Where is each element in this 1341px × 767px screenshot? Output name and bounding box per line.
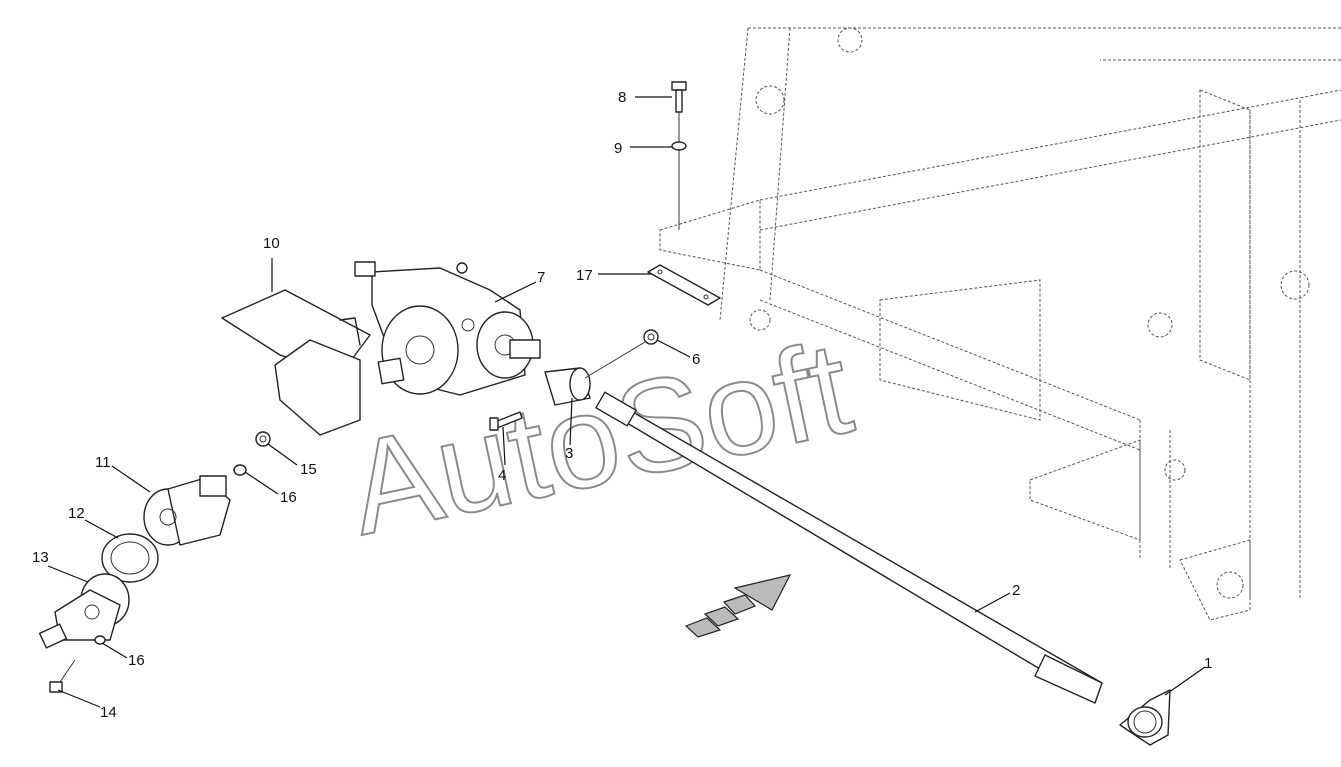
callout-16-upper: 16 bbox=[280, 489, 297, 506]
callout-9: 9 bbox=[614, 140, 622, 157]
assembly-guide-line bbox=[584, 341, 646, 379]
washer-16-upper bbox=[233, 464, 247, 476]
machine-frame bbox=[659, 27, 1341, 621]
joint-11 bbox=[143, 475, 231, 546]
washer-16-lower bbox=[94, 635, 106, 645]
callout-14: 14 bbox=[100, 704, 117, 721]
callout-10: 10 bbox=[263, 235, 280, 252]
callout-1: 1 bbox=[1204, 655, 1212, 672]
bolt-14 bbox=[49, 659, 76, 693]
leader-lines bbox=[47, 96, 1206, 708]
direction-arrow-icon bbox=[684, 574, 792, 638]
callout-16-lower: 16 bbox=[128, 652, 145, 669]
coupling-3 bbox=[544, 367, 591, 406]
callout-7: 7 bbox=[537, 269, 545, 286]
shaft-2 bbox=[595, 391, 1103, 704]
callout-3: 3 bbox=[565, 445, 573, 462]
gasket-12 bbox=[101, 533, 159, 583]
callout-12: 12 bbox=[68, 505, 85, 522]
washer-9 bbox=[671, 141, 687, 151]
callout-6: 6 bbox=[692, 351, 700, 368]
nut-15 bbox=[255, 431, 271, 447]
nut-6 bbox=[643, 329, 659, 345]
callout-11: 11 bbox=[95, 454, 111, 471]
callout-17: 17 bbox=[576, 267, 593, 284]
gearbox-7 bbox=[354, 261, 541, 396]
flange-1 bbox=[1119, 689, 1171, 746]
joint-13 bbox=[38, 573, 130, 649]
shield-10 bbox=[221, 289, 371, 436]
bolt-4 bbox=[489, 411, 523, 431]
plate-17 bbox=[647, 264, 721, 306]
callout-4: 4 bbox=[498, 467, 506, 484]
callout-2: 2 bbox=[1012, 582, 1020, 599]
callout-8: 8 bbox=[618, 89, 626, 106]
callout-15: 15 bbox=[300, 461, 317, 478]
callout-13: 13 bbox=[32, 549, 49, 566]
bolt-8 bbox=[671, 81, 687, 230]
